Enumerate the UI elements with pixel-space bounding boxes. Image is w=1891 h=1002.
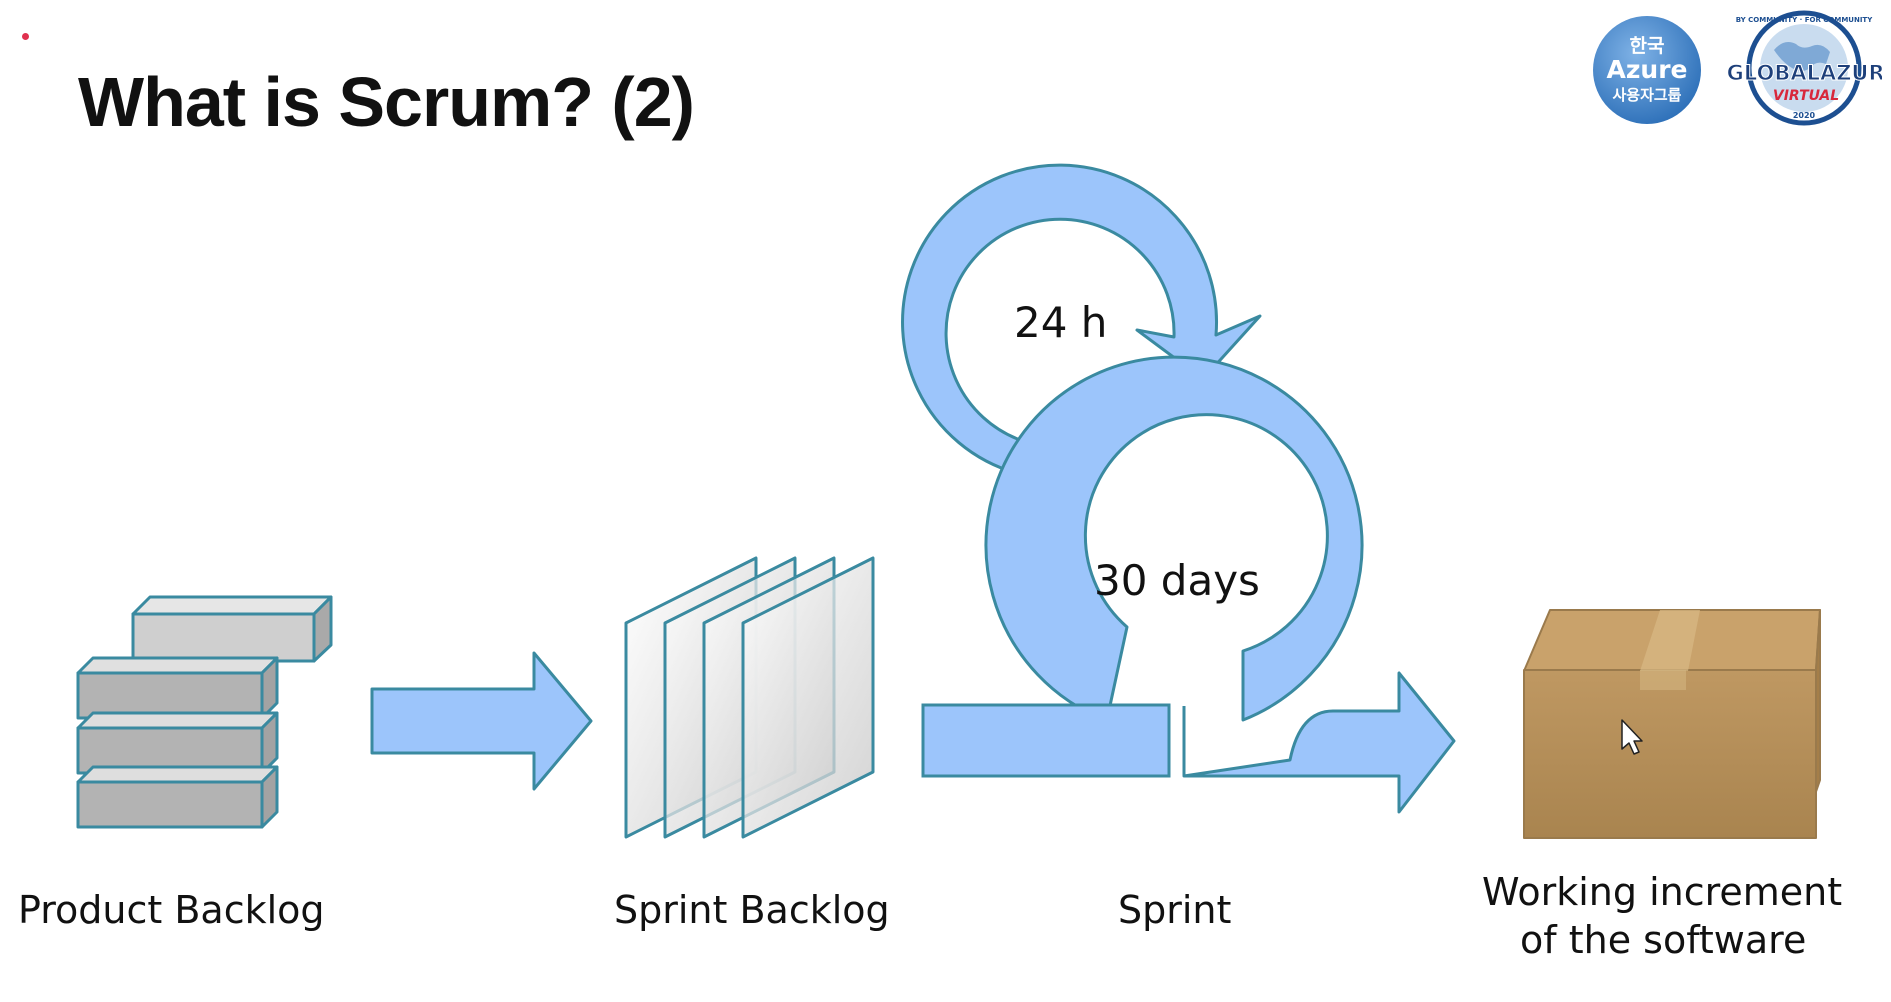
sprint-cycle-arrow — [984, 355, 1364, 740]
sprint-backlog-panes-icon — [624, 556, 875, 839]
global-azure-year: 2020 — [1793, 111, 1816, 120]
increment-label-line2: of the software — [1520, 918, 1807, 962]
product-backlog-stack-icon — [76, 595, 333, 829]
sprint-backlog-label: Sprint Backlog — [614, 888, 890, 932]
cardboard-box-icon — [1523, 609, 1821, 839]
arrow-to-increment — [1182, 671, 1456, 814]
arrow-to-sprint-backlog — [370, 651, 593, 791]
global-azure-sub: VIRTUAL — [1773, 88, 1839, 104]
korea-azure-logo: 한국 Azure 사용자그룹 — [1591, 14, 1703, 126]
backlog-block-2 — [76, 711, 279, 775]
global-azure-tag: #GLOBALAZURE — [1726, 61, 1882, 85]
daily-cycle-arrow — [901, 163, 1262, 481]
sprint-cycle-label: 30 days — [1094, 556, 1260, 605]
backlog-block-1 — [76, 656, 279, 720]
mouse-cursor-icon — [1621, 719, 1643, 755]
backlog-block-3 — [76, 765, 279, 829]
global-azure-ring-text: BY COMMUNITY · FOR COMMUNITY — [1736, 16, 1874, 24]
sprint-entry-bar — [921, 703, 1171, 778]
daily-cycle-label: 24 h — [1014, 298, 1108, 347]
slide-marker-dot — [22, 33, 29, 40]
sprint-pane-4 — [741, 556, 875, 839]
product-backlog-label: Product Backlog — [18, 888, 325, 932]
korea-azure-line2: Azure — [1607, 55, 1688, 84]
global-azure-logo: BY COMMUNITY · FOR COMMUNITY #GLOBALAZUR… — [1708, 10, 1891, 128]
korea-azure-line1: 한국 — [1630, 35, 1665, 57]
backlog-block-top — [131, 595, 333, 663]
korea-azure-line3: 사용자그룹 — [1612, 86, 1681, 104]
increment-label-line1: Working increment — [1482, 870, 1843, 914]
slide-title: What is Scrum? (2) — [78, 63, 695, 141]
sprint-label: Sprint — [1118, 888, 1232, 932]
